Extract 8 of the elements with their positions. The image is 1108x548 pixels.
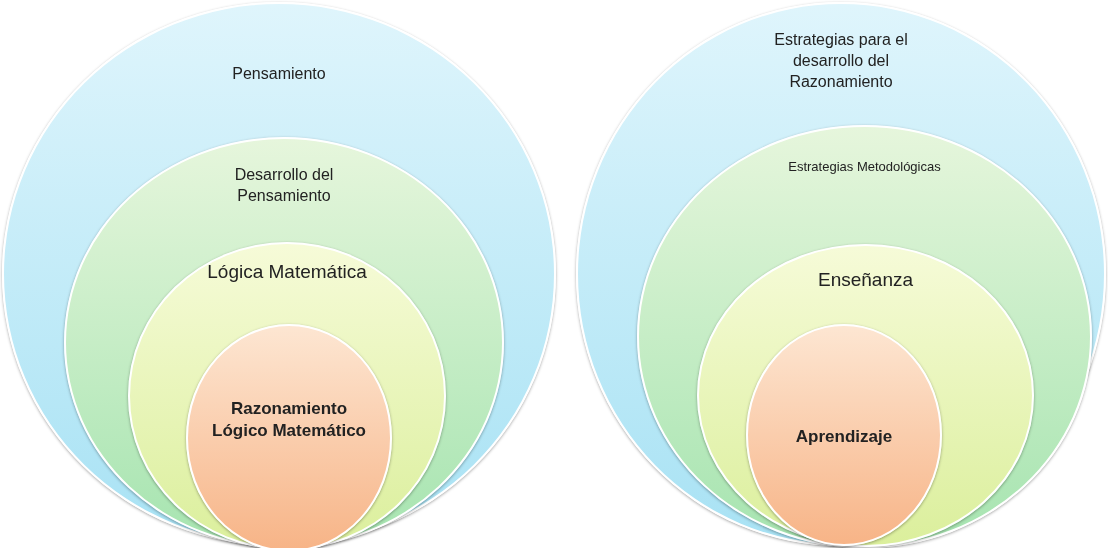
circle-label: Estrategias para el desarrollo del Razonamiento <box>773 30 909 92</box>
circle-label: Aprendizaje <box>794 426 894 448</box>
circle-label: Enseñanza <box>816 268 915 292</box>
circle-label: Razonamiento Lógico Matemático <box>211 398 367 443</box>
circle-label: Pensamiento <box>231 64 327 84</box>
circle-label: Estrategias Metodológicas <box>787 159 942 176</box>
circle-label: Desarrollo del Pensamiento <box>233 165 335 206</box>
circle-label: Lógica Matemática <box>207 260 367 284</box>
